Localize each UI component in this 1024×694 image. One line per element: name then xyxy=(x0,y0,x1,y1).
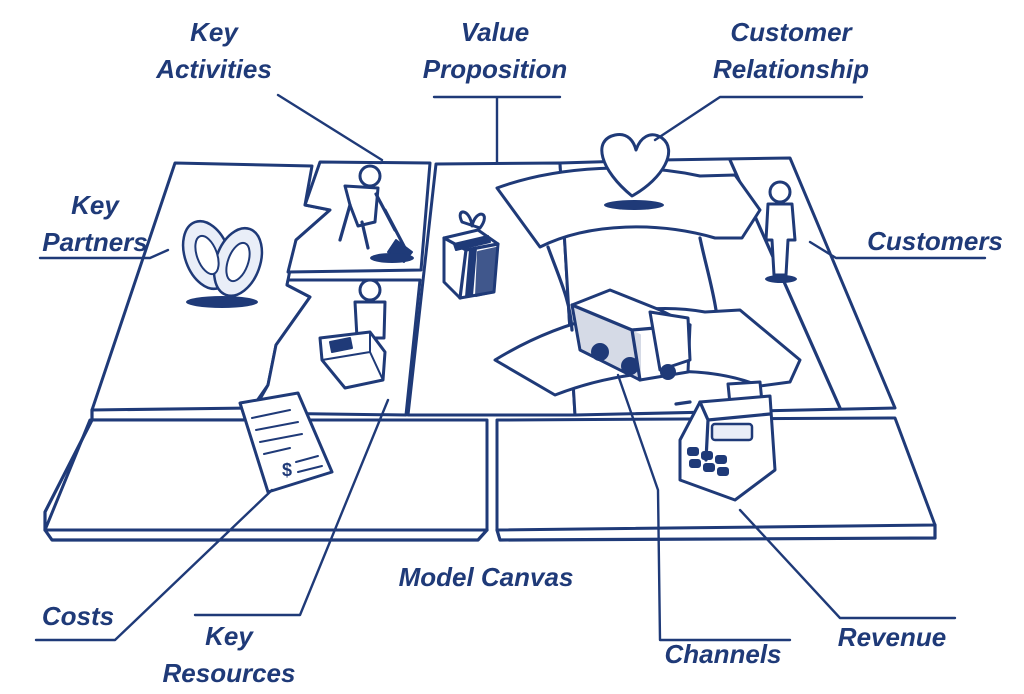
delivery-truck-icon xyxy=(570,288,692,382)
leader-key-partners xyxy=(38,248,170,260)
leader-lines xyxy=(34,93,987,642)
leader-revenue xyxy=(738,508,957,620)
canvas-board xyxy=(43,156,937,542)
label-customers: Customers xyxy=(867,226,1003,256)
cost-structure-block-edge xyxy=(43,418,489,542)
middle-curve xyxy=(546,236,718,332)
leader-value-proposition xyxy=(432,95,562,164)
chain-link-icon xyxy=(181,220,264,308)
label-revenue: Revenue xyxy=(837,622,947,652)
label-model-canvas: Model Canvas xyxy=(398,562,574,592)
label-channels: Channels xyxy=(664,639,782,669)
revenue-block-edge xyxy=(495,523,937,542)
leader-customer-relationship xyxy=(653,95,864,142)
label-costs: Costs xyxy=(41,601,115,631)
cash-register-icon xyxy=(674,380,777,502)
label-customer-relationship: Customer Relationship xyxy=(712,17,869,84)
worker-digging-icon xyxy=(338,164,414,263)
leader-costs xyxy=(34,488,274,642)
heart-icon xyxy=(600,132,671,210)
leader-key-resources xyxy=(193,398,390,617)
standing-person-icon xyxy=(764,180,797,283)
svg-text:$: $ xyxy=(282,460,292,480)
label-key-activities: Key Activities xyxy=(156,17,272,84)
gift-box-icon xyxy=(442,210,500,300)
leader-customers xyxy=(808,240,987,260)
invoice-icon: $ xyxy=(238,391,334,494)
worker-with-box-icon xyxy=(318,278,387,390)
leader-key-activities xyxy=(276,93,384,162)
label-key-resources: Key Resources xyxy=(162,621,296,688)
leader-channels xyxy=(616,373,792,642)
label-key-partners: Key Partners xyxy=(42,190,148,257)
label-value-proposition: Value Proposition xyxy=(422,17,568,84)
